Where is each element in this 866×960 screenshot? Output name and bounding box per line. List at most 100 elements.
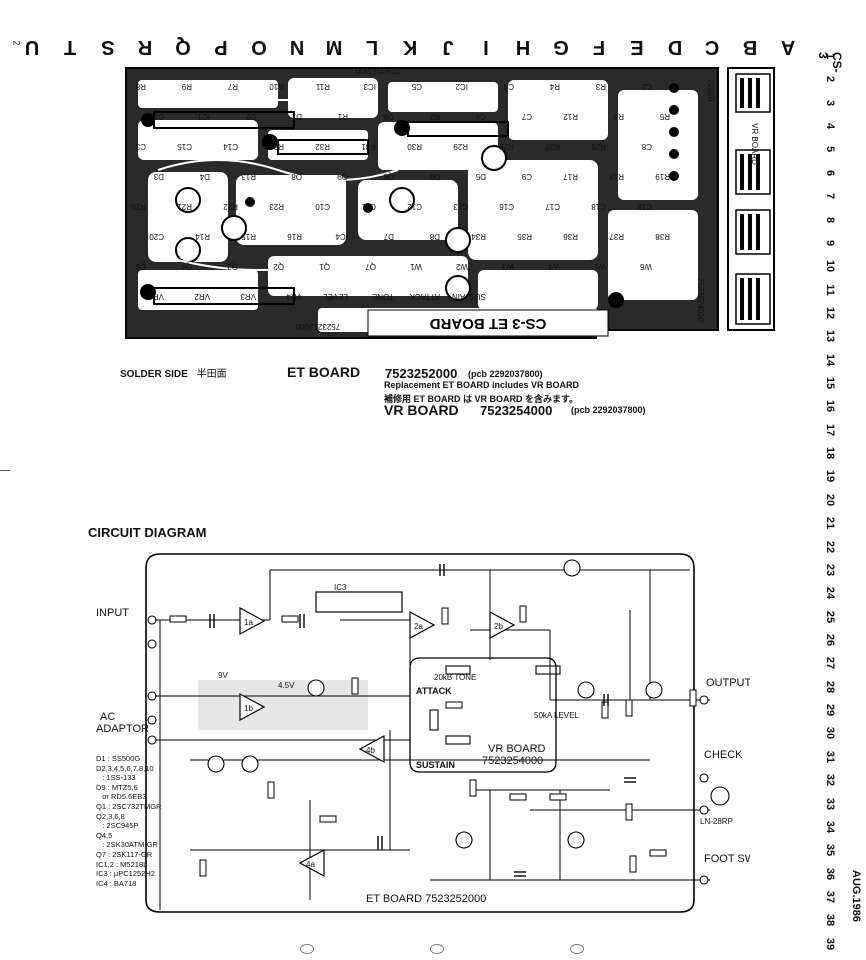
pcb-component-label: R14	[195, 232, 210, 241]
grid-number: 15	[824, 376, 836, 390]
pcb-component-label: R32	[315, 142, 330, 151]
grid-number: 35	[824, 844, 836, 857]
pcb-component-label: C19	[637, 202, 652, 211]
pcb-component-label: C3	[135, 142, 146, 151]
voltage-4v5: 4.5V	[278, 681, 295, 690]
pcb-component-label: W5	[593, 262, 606, 271]
pcb-component-label: C7	[521, 112, 532, 121]
pcb-component-label: Q7	[365, 262, 376, 271]
pcb-component-label: R6	[613, 112, 624, 121]
pcb-component-label: R28	[499, 142, 514, 151]
grid-letter: S	[100, 36, 115, 58]
parts-list-item: : 1SS-133	[96, 773, 136, 783]
pcb-component-label: R16	[287, 232, 302, 241]
vr-pcb-number: (pcb 2292037800)	[571, 405, 646, 415]
grid-letter: K	[402, 36, 418, 58]
pcb-component-label: D5	[475, 172, 486, 181]
output-label: OUTPUT	[706, 677, 750, 689]
pcb-component-label: C8	[641, 142, 652, 151]
ac-adaptor-label-1: AC	[100, 711, 115, 723]
pcb-component-label: C14	[223, 142, 238, 151]
parts-list-item: or RD5.6EB3	[96, 792, 147, 802]
solder-side-en: SOLDER SIDE	[120, 369, 188, 380]
pcb-component-label: R30	[407, 142, 422, 151]
page-number: 2	[11, 40, 22, 46]
pcb-component-label: C9	[521, 172, 532, 181]
pcb-component-label: C1	[153, 112, 164, 121]
grid-number: 19	[824, 470, 836, 483]
pcb-component-label: R17	[563, 172, 578, 181]
pcb-component-label: R26	[591, 142, 606, 151]
grid-letter: E	[630, 36, 644, 58]
pcb-component-label: R12	[563, 112, 578, 121]
grid-number: 39	[824, 937, 836, 950]
tone-label: 20kB TONE	[434, 673, 476, 682]
pcb-component-label: C18	[591, 202, 606, 211]
sustain-label: SUSTAIN	[416, 760, 455, 770]
grid-number: 3	[824, 99, 836, 106]
pcb-component-label: Q5	[135, 262, 146, 271]
parts-list-item: Q7 : 2SK117-GR	[96, 849, 153, 859]
binder-hole	[430, 944, 444, 954]
grid-letter: G	[553, 36, 569, 58]
grid-number: 20	[824, 493, 836, 506]
binder-tick	[0, 470, 10, 471]
grid-letter: N	[289, 36, 304, 58]
ic1b-label: 1b	[244, 704, 253, 713]
grid-number: 6	[824, 169, 836, 176]
pcb-component-label: C16	[499, 202, 514, 211]
grid-number: 28	[824, 680, 836, 693]
pcb-component-label: R38	[655, 232, 670, 241]
et-pcb-number: (pcb 2292037800)	[468, 369, 543, 379]
grid-number: 30	[824, 727, 836, 740]
grid-number: 11	[824, 283, 836, 296]
grid-number: 16	[824, 400, 836, 413]
pcb-component-label: C4	[503, 82, 514, 91]
grid-letter: T	[63, 36, 76, 58]
ic2a-label: 2a	[414, 622, 423, 631]
pcb-component-label: R36	[563, 232, 578, 241]
grid-letter: R	[138, 36, 153, 58]
pcb-component-label: Q6	[383, 172, 394, 181]
et-board-code: 7523252000	[385, 366, 458, 381]
pcb-component-label: D1	[291, 112, 302, 121]
parts-list-item: D1 : SS500G	[96, 754, 141, 763]
pcb-component-label: ATTACK	[409, 292, 440, 301]
pcb-component-label: Q3	[227, 262, 238, 271]
et-board-schematic-label: ET BOARD 7523252000	[366, 893, 486, 905]
pcb-component-label: W6	[639, 262, 652, 271]
grid-number: 26	[824, 633, 836, 647]
pcb-component-label: R34	[471, 232, 486, 241]
grid-letter: Q	[175, 36, 191, 58]
binder-hole	[300, 944, 314, 954]
ic3-label: IC3	[334, 583, 347, 592]
pcb-component-label: Q4	[181, 262, 192, 271]
parts-list-item: IC4 : BA718	[96, 878, 137, 888]
grid-number: 38	[824, 914, 836, 927]
vr-board-schematic-code: 7523254000	[482, 755, 543, 767]
pcb-component-label: C11	[361, 202, 376, 211]
grid-number: 21	[824, 517, 836, 530]
pcb-component-label: R19	[655, 172, 670, 181]
parts-list-item: Q2,3,6,8	[96, 811, 125, 821]
pcb-component-label: C17	[545, 202, 560, 211]
grid-letter: P	[214, 36, 228, 58]
grid-number: 27	[824, 657, 836, 670]
pcb-component-label: R2	[429, 112, 440, 121]
pcb-component-label: IC3	[363, 82, 376, 91]
foot-sw-label: FOOT SW	[704, 853, 750, 865]
grid-number: 12	[824, 306, 836, 320]
pcb-component-label: C10	[315, 202, 330, 211]
grid-letter: I	[482, 36, 489, 58]
pcb-component-label: Q9	[337, 172, 348, 181]
pcb-component-label: Q1	[319, 262, 330, 271]
grid-number: 34	[824, 820, 836, 833]
pcb-component-label: R20	[131, 202, 146, 211]
grid-letter: D	[667, 36, 682, 58]
et-board-label: ET BOARD	[287, 364, 361, 380]
parts-list-item: D2,3,4,5,6,7,8,10	[96, 763, 154, 773]
pcb-component-label: VR2	[194, 292, 210, 301]
circuit-diagram-title: CIRCUIT DIAGRAM	[88, 525, 207, 540]
